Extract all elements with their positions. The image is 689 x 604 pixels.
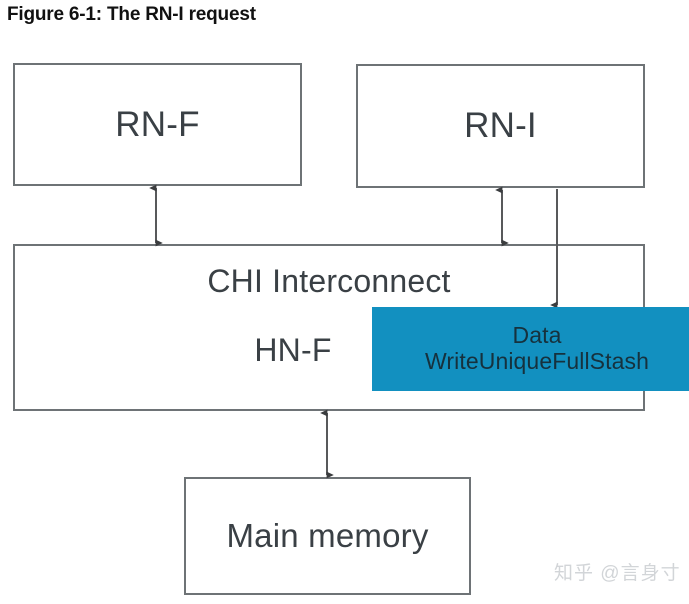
node-rn-i <box>356 64 645 188</box>
node-rn-i-label: RN-I <box>464 106 537 145</box>
node-rn-f-label: RN-F <box>115 104 200 144</box>
node-chi-interconnect-label: CHI Interconnect <box>207 262 451 299</box>
data-callout-highlight: Data WriteUniqueFullStash <box>372 307 689 391</box>
node-main-memory-label: Main memory <box>226 517 429 554</box>
data-callout-line-1: Data <box>512 322 562 349</box>
figure-title: Figure 6-1: The RN-I request <box>7 4 256 25</box>
node-rn-f <box>13 63 302 186</box>
source-watermark: 知乎 @言身寸 <box>554 563 681 584</box>
data-callout-line-2: WriteUniqueFullStash <box>424 348 649 374</box>
node-main-memory <box>184 477 471 595</box>
node-hn-f-label: HN-F <box>254 331 332 368</box>
